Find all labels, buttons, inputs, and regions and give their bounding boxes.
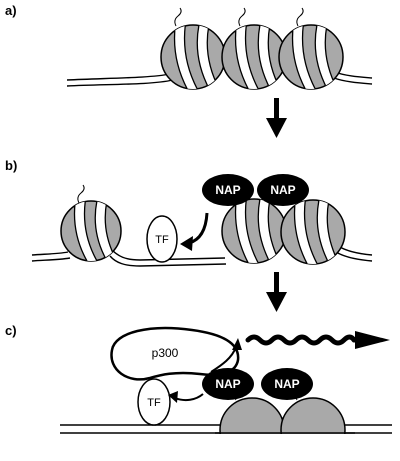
nap-protein: NAP (202, 174, 254, 206)
wavy-arrow-icon (245, 331, 390, 349)
tf-protein: TF (137, 378, 171, 426)
nap-protein: NAP (261, 368, 313, 400)
curved-arrow-icon (180, 212, 209, 251)
nucleosome (278, 7, 344, 90)
panel-label-a: a) (5, 3, 17, 18)
p300-label: p300 (152, 346, 179, 360)
nap-label: NAP (274, 377, 299, 391)
panel-b: TF NAP NAP (31, 174, 373, 267)
down-arrow-icon (266, 272, 287, 312)
nap-protein: NAP (257, 174, 309, 206)
down-arrow-icon (266, 98, 287, 138)
tf-protein: TF (146, 215, 178, 263)
nucleosome (221, 198, 287, 264)
panel-label-c: c) (5, 323, 17, 338)
tf-label: TF (155, 234, 169, 246)
nap-label: NAP (215, 377, 240, 391)
curved-arrow-icon (210, 338, 242, 373)
nap-label: NAP (215, 183, 240, 197)
panel-c: p300 TF NAP NAP (60, 326, 392, 461)
nap-protein: NAP (202, 368, 254, 400)
tf-label: TF (147, 397, 161, 409)
panel-a (66, 7, 373, 90)
nap-label: NAP (270, 183, 295, 197)
p300-protein: p300 (110, 326, 240, 381)
curved-arrow-icon (168, 391, 204, 403)
nucleosome (280, 199, 346, 265)
nucleosome (160, 7, 226, 90)
panel-label-b: b) (5, 158, 18, 173)
nucleosome (60, 184, 122, 262)
nucleosome (221, 7, 287, 90)
